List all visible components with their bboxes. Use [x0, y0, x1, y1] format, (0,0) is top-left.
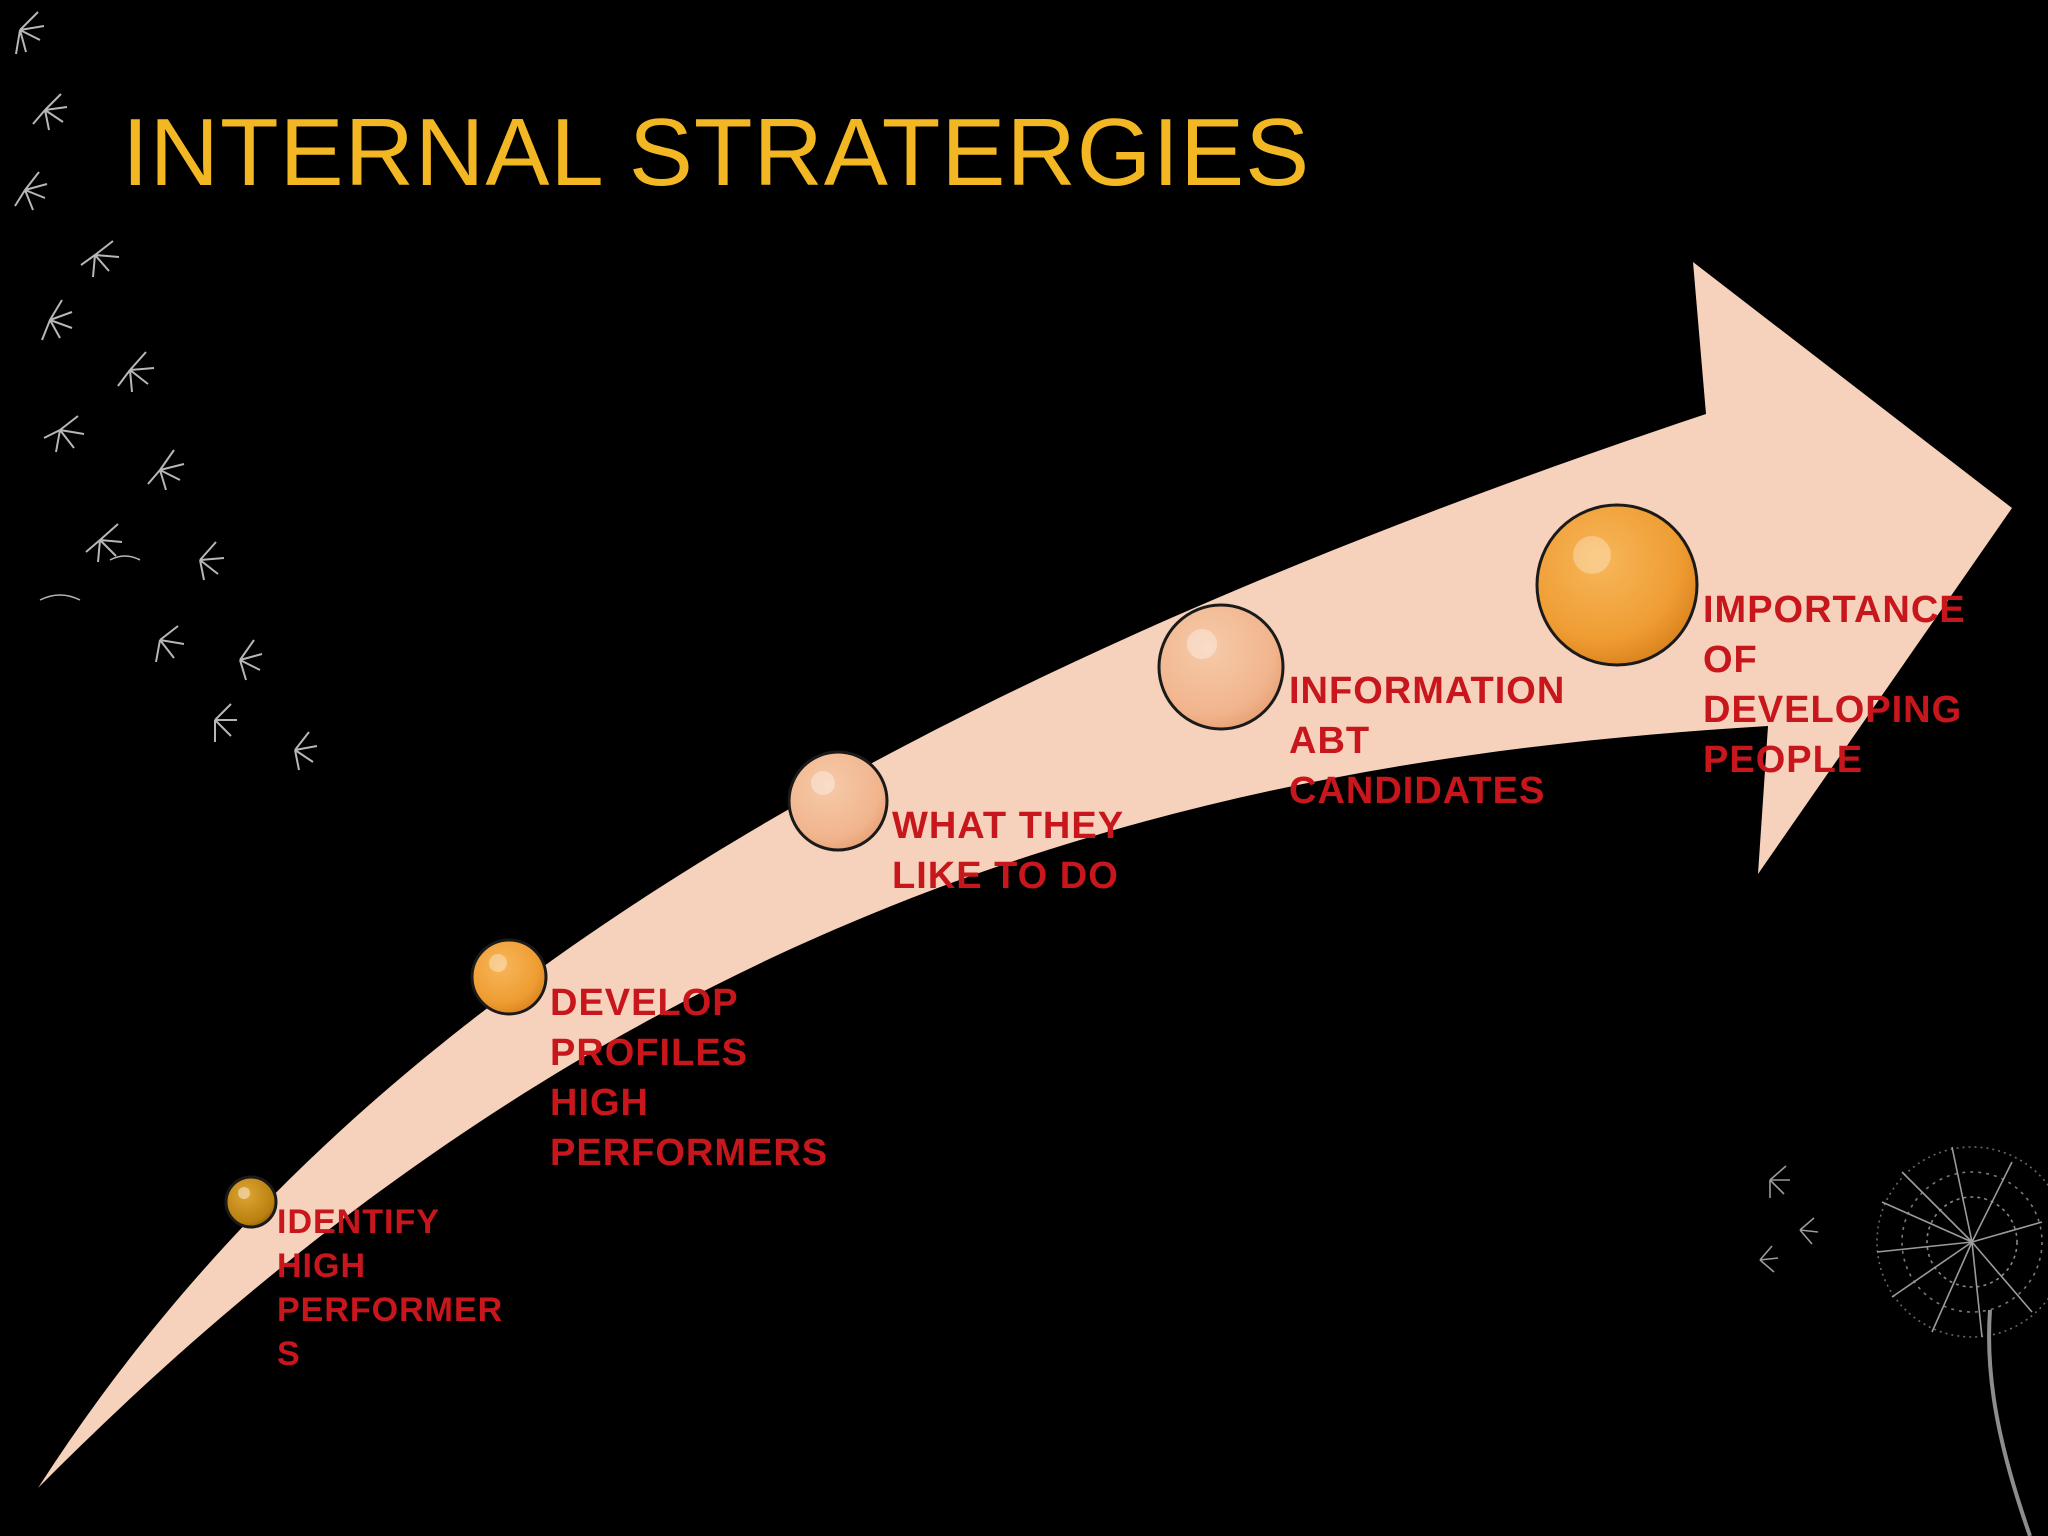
- step-bubble-5: [1535, 503, 1699, 667]
- step-label-line: DEVELOP: [550, 982, 739, 1024]
- step-label-line: PEOPLE: [1703, 739, 1864, 781]
- step-label-line: IDENTIFY: [277, 1203, 440, 1241]
- step-label-2: DEVELOP PROFILES HIGH PERFORMERS: [550, 978, 828, 1178]
- growth-arrow: [38, 262, 2012, 1488]
- step-label-line: CANDIDATES: [1289, 770, 1546, 812]
- step-label-3: WHAT THEY LIKE TO DO: [892, 801, 1124, 901]
- step-bubble-1: [224, 1175, 278, 1229]
- step-bubble-2: [470, 938, 548, 1016]
- step-label-1: IDENTIFY HIGH PERFORMER S: [277, 1200, 503, 1376]
- slide-title: INTERNAL STRATERGIES: [122, 99, 1311, 206]
- step-label-line: INFORMATION: [1289, 670, 1566, 712]
- step-label-line: WHAT THEY: [892, 805, 1125, 847]
- step-label-line: PERFORMER: [277, 1291, 504, 1329]
- step-label-line: DEVELOPING: [1703, 689, 1963, 731]
- step-bubble-3: [787, 750, 889, 852]
- step-label-line: PROFILES: [550, 1032, 749, 1074]
- step-label-line: S: [277, 1335, 301, 1373]
- step-label-5: IMPORTANCE OF DEVELOPING PEOPLE: [1703, 585, 1966, 785]
- step-label-line: LIKE TO DO: [892, 855, 1119, 897]
- dandelion-seeds-left-icon: [14, 11, 318, 771]
- step-label-line: HIGH: [277, 1247, 366, 1285]
- step-label-line: OF: [1703, 639, 1758, 681]
- dandelion-right-icon: [1759, 1146, 2048, 1536]
- step-label-line: ABT: [1289, 720, 1371, 762]
- step-label-line: IMPORTANCE: [1703, 589, 1966, 631]
- step-label-line: PERFORMERS: [550, 1132, 829, 1174]
- step-label-line: HIGH: [550, 1082, 649, 1124]
- step-bubble-4: [1157, 603, 1285, 731]
- step-label-4: INFORMATION ABT CANDIDATES: [1289, 666, 1565, 816]
